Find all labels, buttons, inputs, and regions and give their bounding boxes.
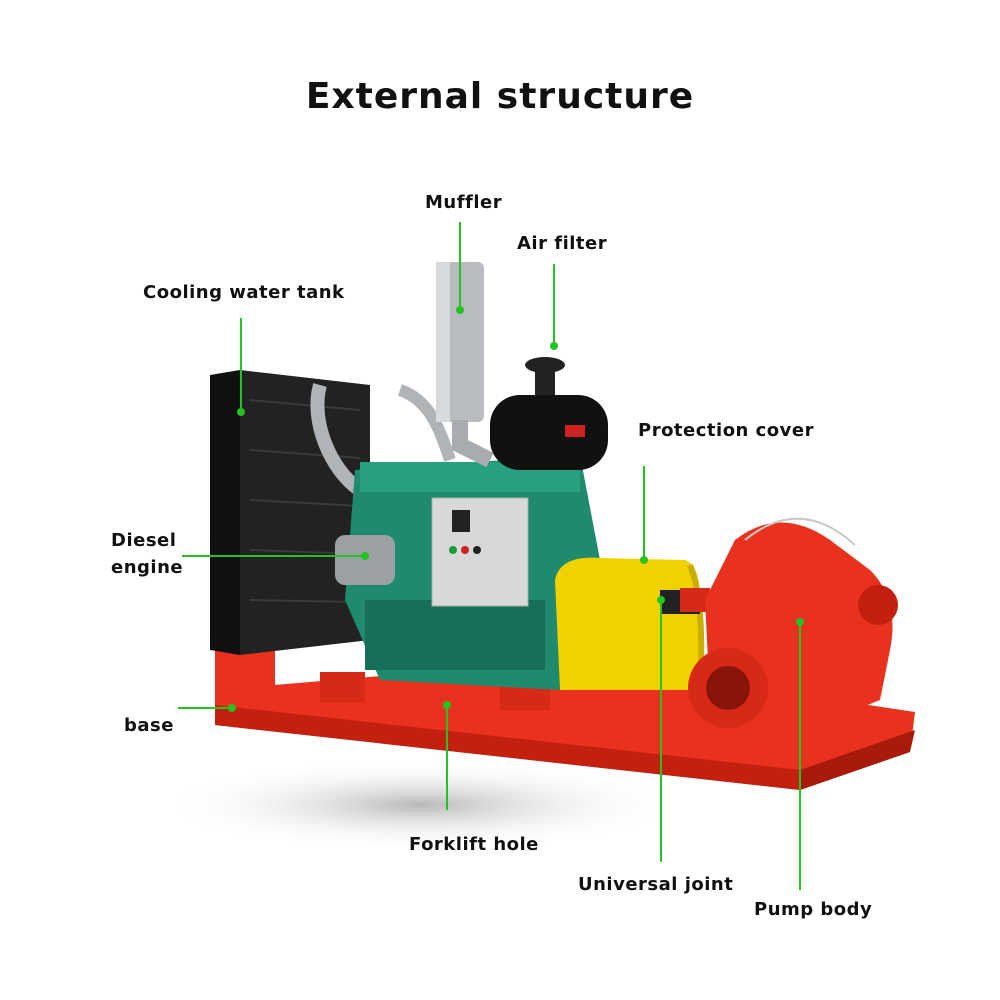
air-filter-body [490,357,608,470]
label-diesel-engine-line2: engine [111,557,184,578]
label-protection-cover: Protection cover [638,420,814,441]
page-title: External structure [305,76,695,117]
label-muffler: Muffler [425,192,503,213]
muffler-body [436,262,494,468]
label-pump-body: Pump body [754,899,873,920]
label-universal-joint: Universal joint [578,874,734,895]
ground-shadow [160,760,680,850]
cooling-water-tank [210,370,370,655]
leader-lines [178,222,801,890]
label-air-filter: Air filter [517,233,608,254]
protection-cover-body [555,557,705,691]
control-box [431,497,529,607]
label-cooling-water-tank: Cooling water tank [143,282,345,303]
label-base: base [124,715,174,736]
label-diesel-engine-line1: Diesel [111,530,177,551]
pump-body-shape [680,517,898,730]
leader-dots [228,306,804,712]
label-forklift-hole: Forklift hole [409,834,539,855]
